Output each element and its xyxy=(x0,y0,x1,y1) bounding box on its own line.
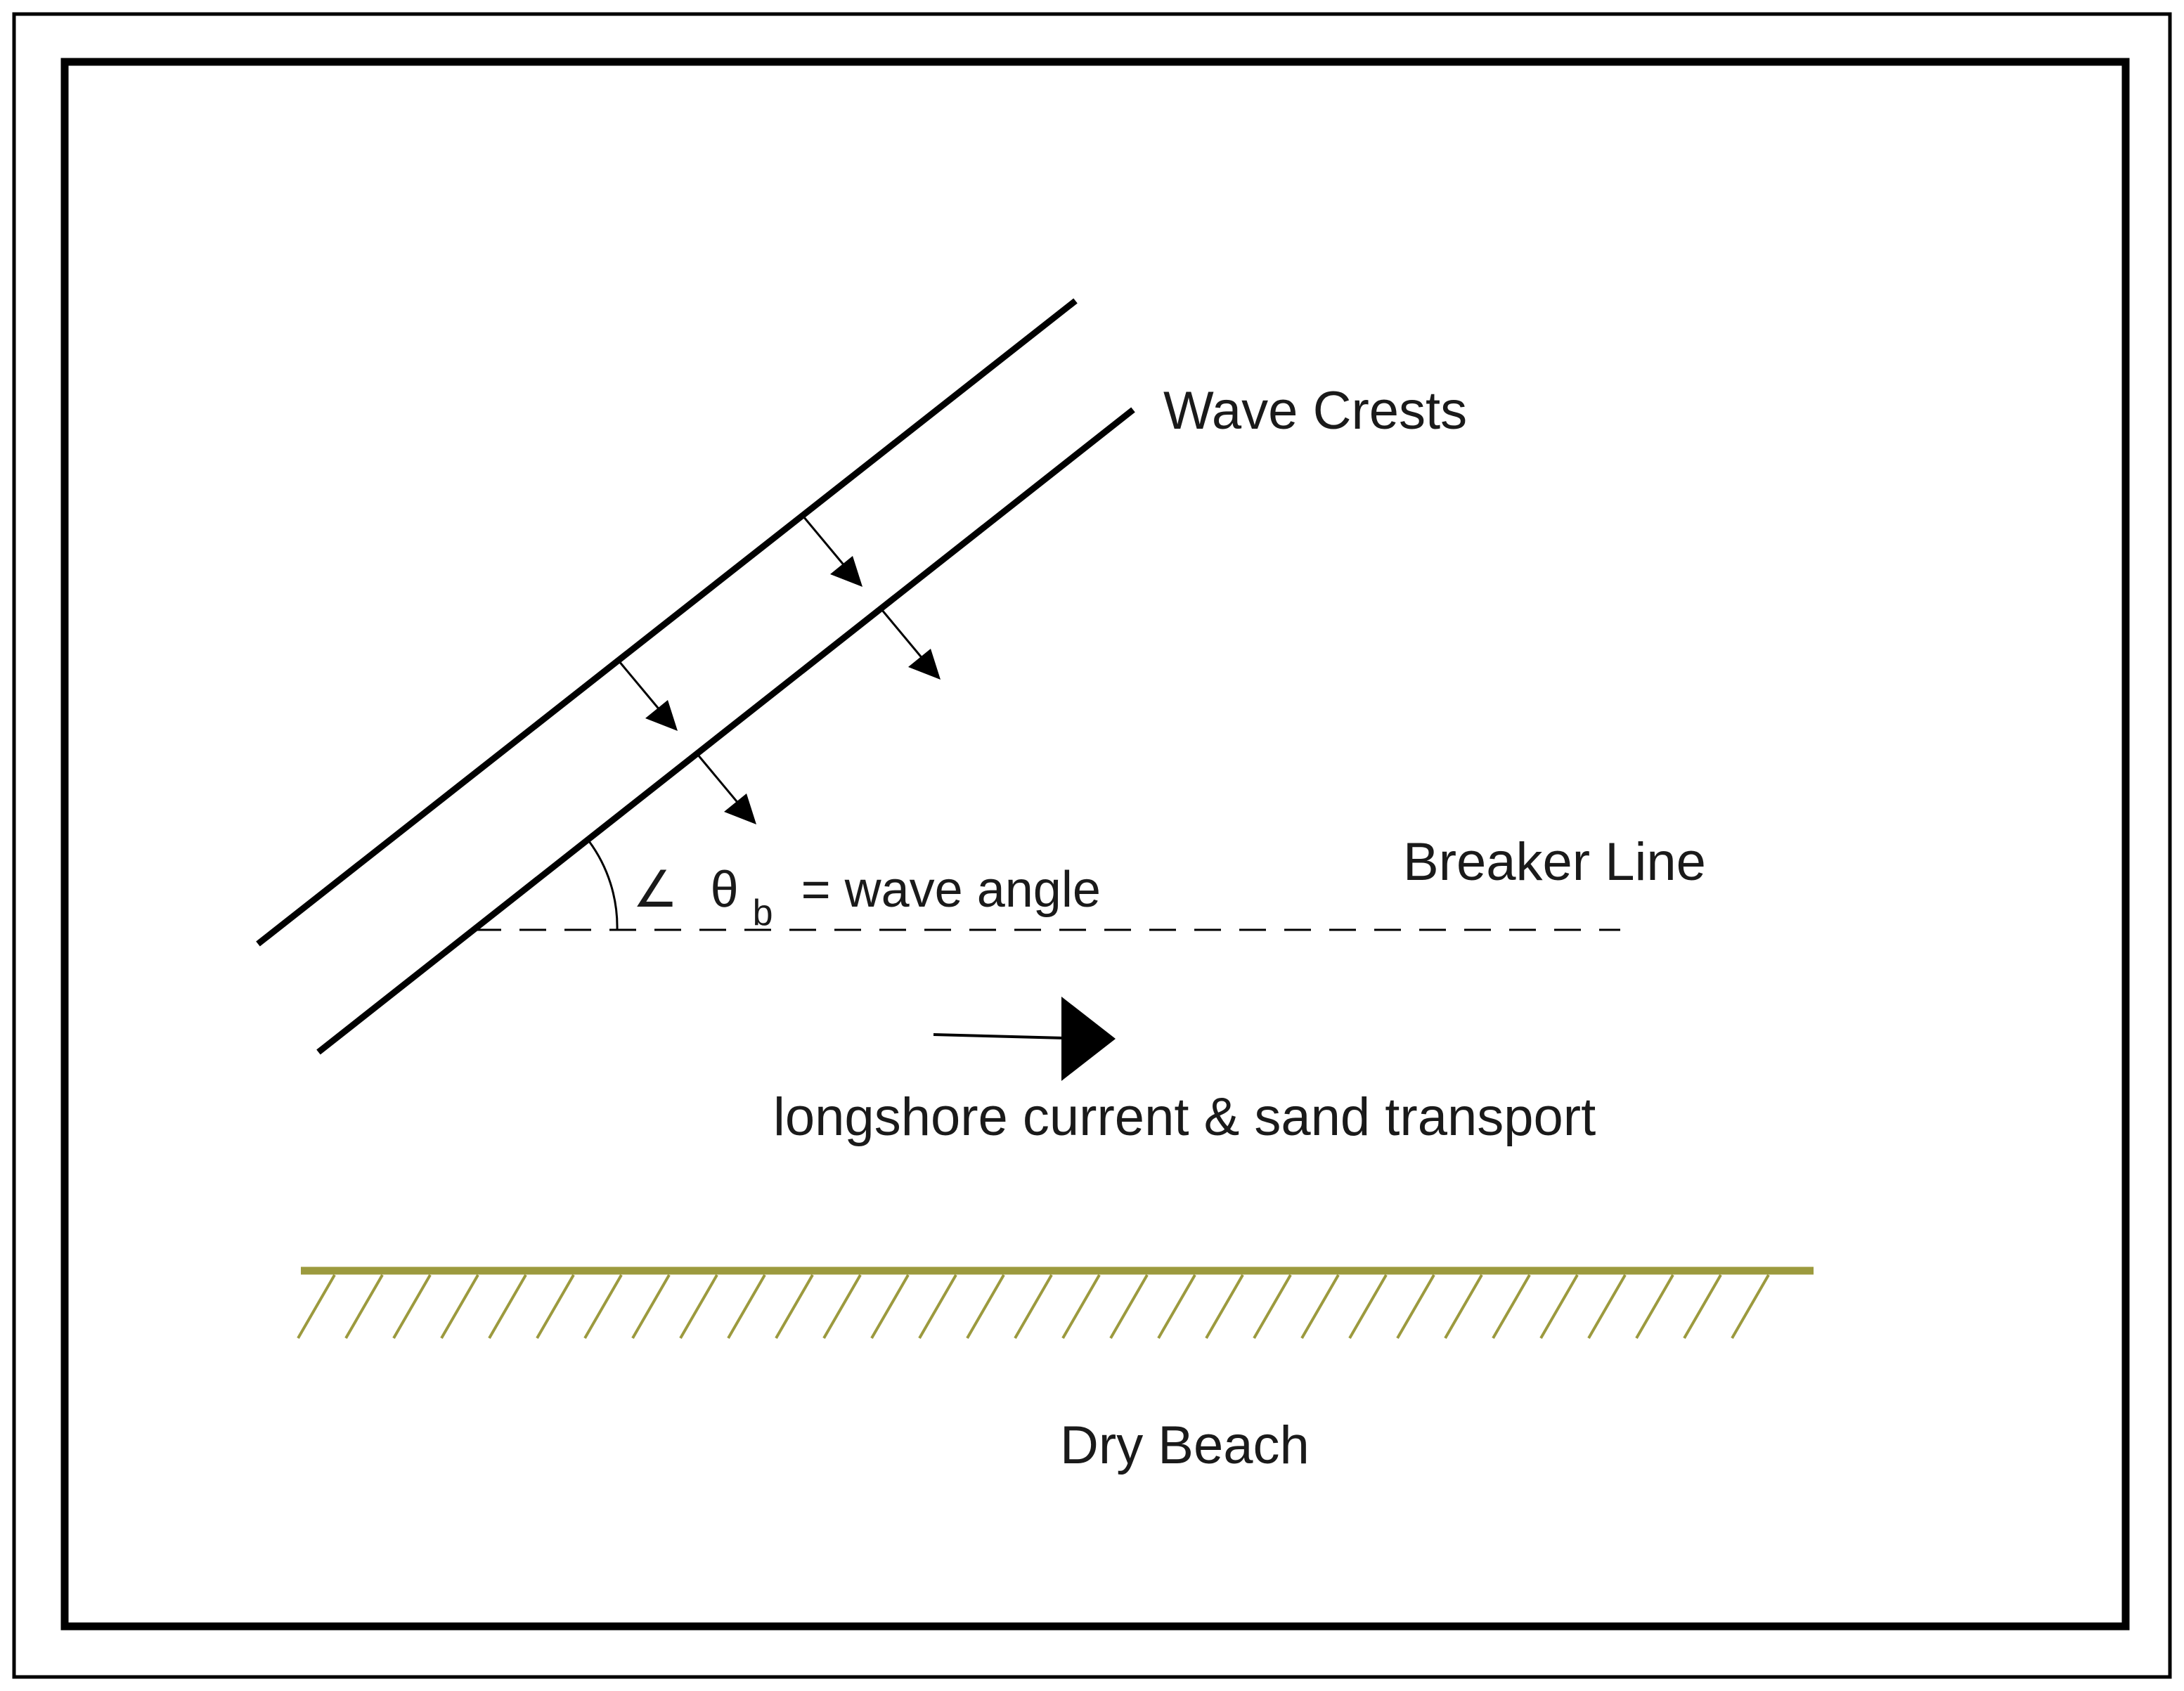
beach-hatch-mark xyxy=(870,1274,910,1340)
beach-hatch-mark xyxy=(1014,1274,1053,1340)
beach-hatch-mark xyxy=(488,1274,527,1340)
wave-angle-text: = wave angle xyxy=(787,862,1101,918)
beach-hatch-mark xyxy=(775,1274,814,1340)
beach-hatching xyxy=(297,1274,1770,1340)
wave-arrow xyxy=(802,516,862,587)
beach-hatch-mark xyxy=(1587,1274,1627,1340)
beach-hatch-mark xyxy=(344,1274,384,1340)
beach-hatch-mark xyxy=(1635,1274,1674,1340)
longshore-current-arrow xyxy=(933,997,1116,1081)
beach-hatch-mark xyxy=(966,1274,1005,1340)
wave-crests-label: Wave Crests xyxy=(1163,381,1467,441)
beach-hatch-mark xyxy=(727,1274,766,1340)
beach-hatch-mark xyxy=(1205,1274,1244,1340)
beach-hatch-mark xyxy=(1444,1274,1483,1340)
wave-angle-arc xyxy=(588,841,619,931)
beach-hatch-mark xyxy=(1396,1274,1435,1340)
beach-hatch-mark xyxy=(583,1274,623,1340)
beach-hatch-mark xyxy=(1731,1274,1770,1340)
wave-arrow xyxy=(880,609,941,680)
wave-crest-outer xyxy=(256,298,1078,947)
inner-frame xyxy=(60,58,2130,1631)
beach-hatch-mark xyxy=(822,1274,862,1340)
beach-hatch-mark xyxy=(631,1274,671,1340)
beach-hatch-mark xyxy=(1061,1274,1101,1340)
dry-beach-label: Dry Beach xyxy=(1060,1415,1310,1475)
wave-arrow xyxy=(617,660,678,731)
wave-direction-arrows xyxy=(617,516,941,824)
beach-hatch-mark xyxy=(297,1274,336,1340)
beach-hatch-mark xyxy=(536,1274,575,1340)
beach-hatch-mark xyxy=(1683,1274,1722,1340)
beach-hatch-mark xyxy=(1348,1274,1388,1340)
theta-subscript: b xyxy=(753,893,773,933)
beach-hatch-mark xyxy=(1539,1274,1579,1340)
beach-hatch-mark xyxy=(1109,1274,1149,1340)
beach-hatch-mark xyxy=(679,1274,718,1340)
wave-arrow xyxy=(696,753,756,824)
beach-hatch-mark xyxy=(1253,1274,1292,1340)
theta-symbol: θ xyxy=(711,862,739,918)
beach-hatch-mark xyxy=(392,1274,432,1340)
longshore-current-label: longshore current & sand transport xyxy=(773,1087,1596,1147)
angle-symbol: ∠ xyxy=(633,862,678,918)
beach-hatch-mark xyxy=(1300,1274,1340,1340)
beach-hatch-mark xyxy=(918,1274,957,1340)
wave-crest-inner xyxy=(316,407,1135,1055)
beach-hatch-mark xyxy=(1492,1274,1531,1340)
beach-hatch-mark xyxy=(440,1274,479,1340)
wave-angle-label: ∠ θ b = wave angle xyxy=(633,862,1101,936)
breaker-line-label: Breaker Line xyxy=(1403,832,1706,892)
beach-hatch-mark xyxy=(1157,1274,1196,1340)
